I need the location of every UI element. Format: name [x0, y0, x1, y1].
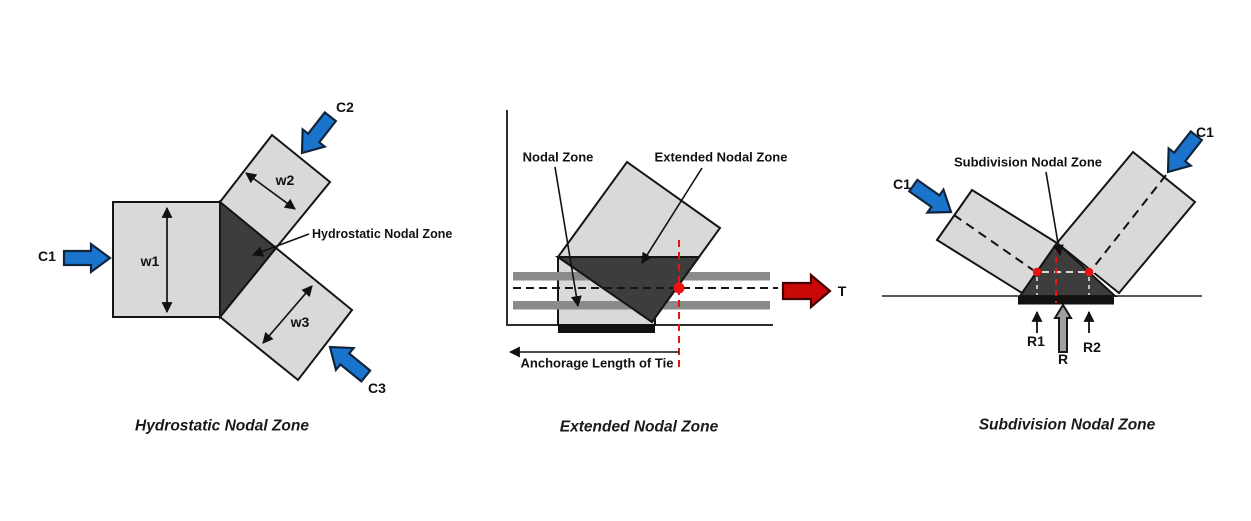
c2-compression-arrow: [300, 110, 338, 155]
r-reaction-arrow: [1053, 303, 1073, 353]
hydrostatic-caption: Hydrostatic Nodal Zone: [135, 418, 309, 435]
r-arrow-shape: [1053, 303, 1073, 353]
nodal-zone-label: Nodal Zone: [523, 150, 594, 165]
nodal-zone-annotation-arrow: [554, 166, 582, 308]
c1-arrow-shape: [62, 241, 112, 275]
r2-label: R2: [1083, 339, 1101, 355]
c3-compression-arrow: [328, 345, 372, 383]
w2-dimension-arrow: [245, 172, 296, 210]
subdivision-diagram: R1 R R2 Subdivision Nodal Zone C1 C1 Sub…: [882, 124, 1214, 434]
subdivision-caption: Subdivision Nodal Zone: [979, 417, 1156, 434]
c1-left-label: C1: [893, 176, 911, 192]
extended-diagram: T Anchorage Length of Tie Nodal Zone Ext…: [506, 110, 847, 436]
hydrostatic-annotation-arrow: [251, 233, 310, 257]
w3-dimension-arrow: [262, 285, 313, 344]
c1-right-label: C1: [1196, 124, 1214, 140]
anchorage-length-label: Anchorage Length of Tie: [521, 356, 674, 371]
extended-caption: Extended Nodal Zone: [560, 419, 719, 436]
subdivision-annotation-label: Subdivision Nodal Zone: [954, 155, 1102, 170]
subdivision-point-left: [1032, 267, 1042, 277]
bearing-plate: [558, 324, 655, 333]
c1-left-arrow-shape: [907, 178, 953, 214]
c2-label: C2: [336, 99, 354, 115]
c1-left-compression-arrow: [907, 178, 953, 214]
t-label: T: [838, 283, 847, 299]
strut-right: [1055, 150, 1197, 295]
bearing-plate: [1018, 296, 1114, 305]
t-arrow-shape: [781, 272, 832, 310]
strut-left-centerline: [953, 214, 1034, 271]
extended-nodal-zone-annotation-arrow: [641, 167, 703, 264]
c3-label: C3: [368, 380, 386, 396]
hydrostatic-annotation-label: Hydrostatic Nodal Zone: [312, 227, 452, 241]
subdivision-point-right: [1084, 267, 1094, 277]
r-label: R: [1058, 351, 1068, 367]
c2-arrow-shape: [300, 110, 338, 155]
w3-label: w3: [290, 314, 310, 330]
axis-lines: [506, 110, 773, 326]
c3-arrow-shape: [328, 345, 372, 383]
t-tension-arrow: [781, 272, 832, 310]
subdivision-annotation-arrow: [1045, 171, 1064, 257]
c1-label: C1: [38, 248, 56, 264]
c1-compression-arrow: [62, 241, 112, 275]
anchorage-point-marker: [673, 282, 685, 294]
r1-label: R1: [1027, 333, 1045, 349]
extended-nodal-zone-label: Extended Nodal Zone: [655, 150, 788, 165]
hydrostatic-nodal-zone-shape: [219, 199, 278, 320]
hydrostatic-diagram: w1 w2 w3 Hydrostatic Nodal Zone C1 C2 C3…: [38, 99, 452, 435]
w2-label: w2: [275, 172, 295, 188]
w1-label: w1: [140, 253, 160, 269]
strut-right-centerline: [1092, 174, 1167, 269]
c1-right-compression-arrow: [1166, 129, 1204, 174]
c1-right-arrow-shape: [1166, 129, 1204, 174]
